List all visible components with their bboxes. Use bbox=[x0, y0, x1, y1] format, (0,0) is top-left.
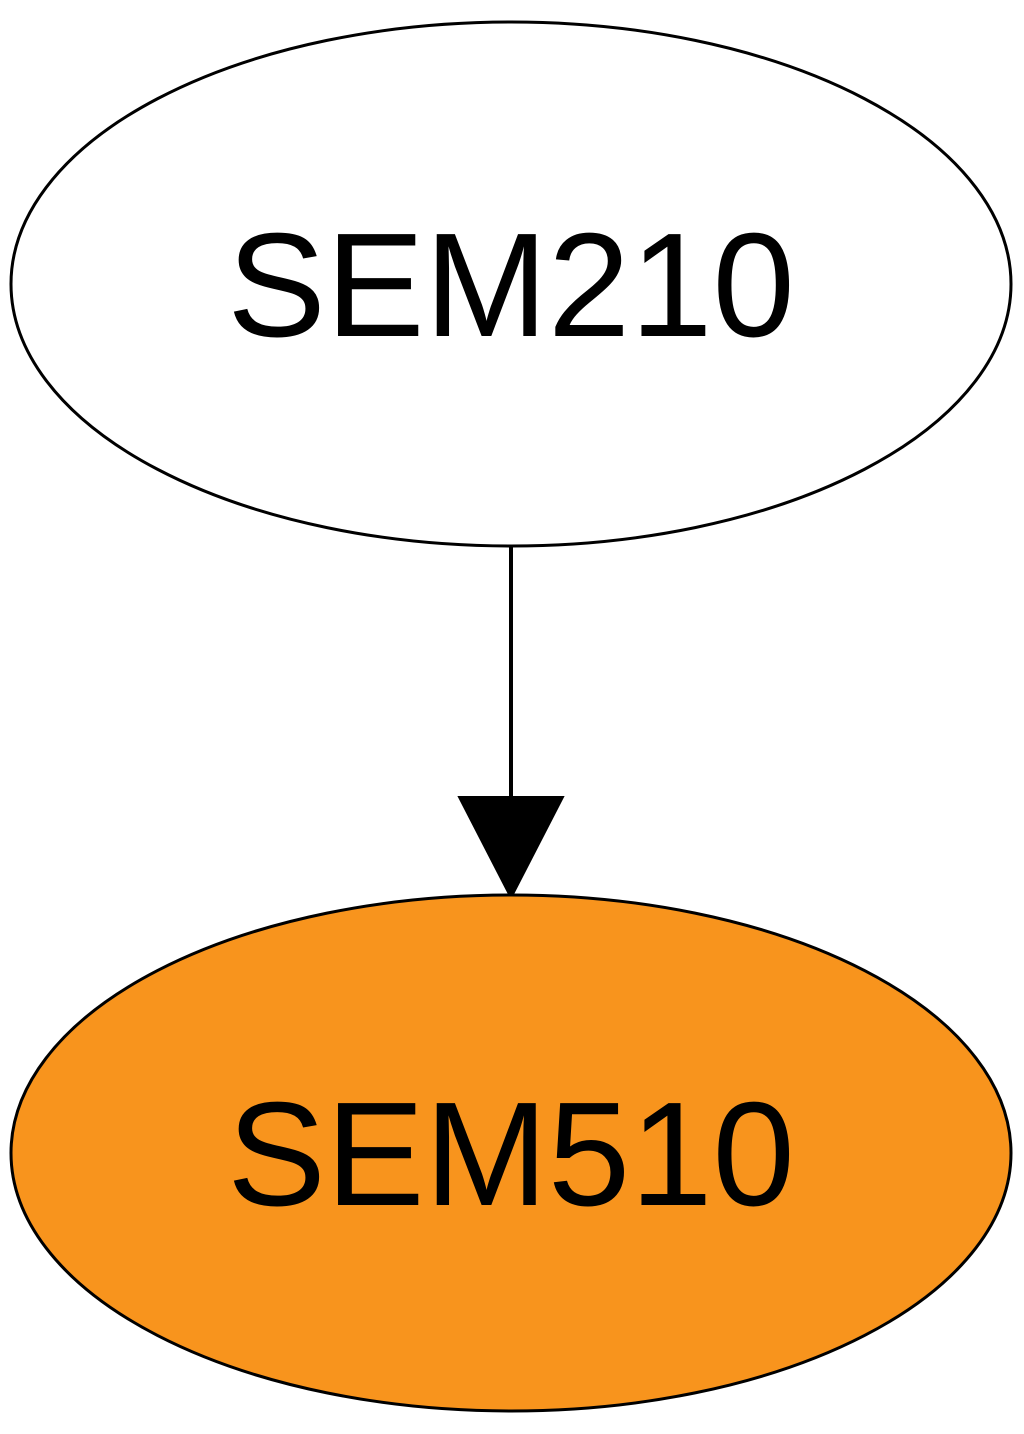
node-sem210: SEM210 bbox=[9, 20, 1013, 548]
edge-sem210-sem510 bbox=[457, 547, 565, 901]
node-sem510: SEM510 bbox=[9, 893, 1013, 1413]
node-sem210-label: SEM210 bbox=[227, 203, 795, 368]
node-sem510-label: SEM510 bbox=[227, 1072, 795, 1237]
node-sem510-ellipse bbox=[9, 893, 1013, 1413]
node-sem210-ellipse bbox=[9, 20, 1013, 548]
arrowhead-icon bbox=[457, 796, 565, 901]
